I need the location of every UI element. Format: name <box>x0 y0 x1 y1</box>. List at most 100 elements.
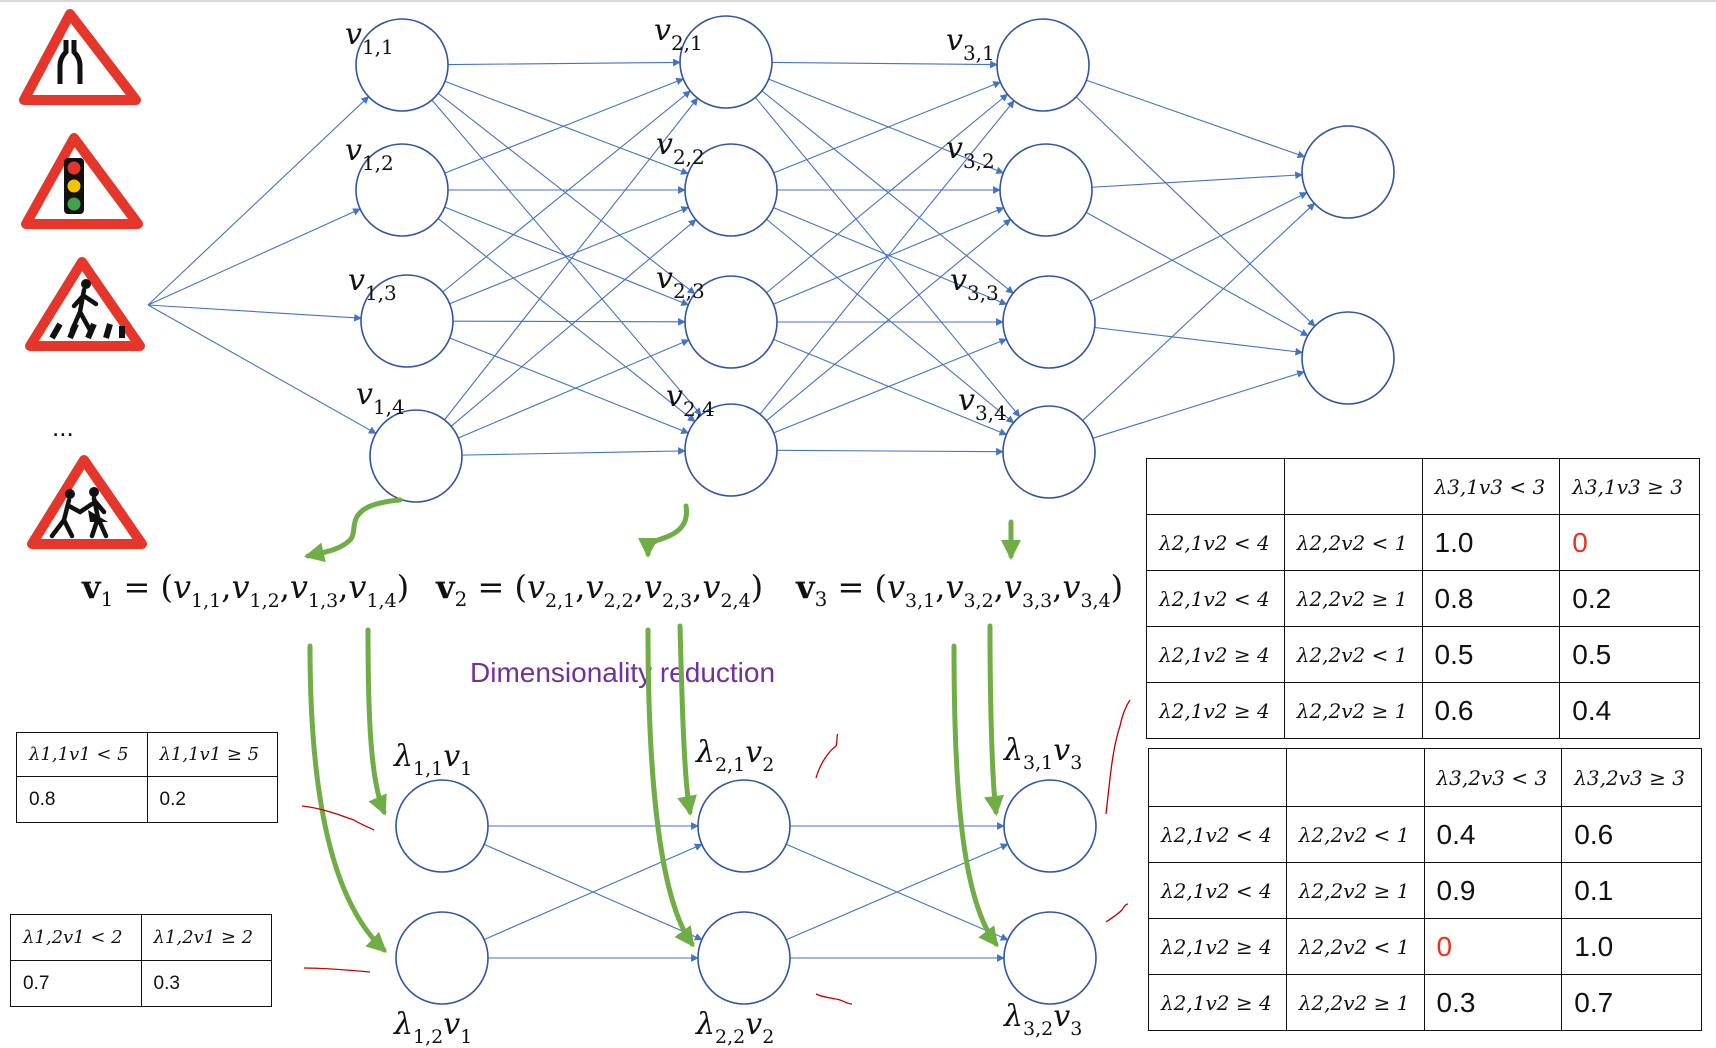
header-cell: λ1,1v1 ≥ 5 <box>146 732 278 777</box>
layer1-node-3 <box>360 274 454 368</box>
condition-cell: λ2,2v2 ≥ 1 <box>1285 974 1425 1031</box>
layer1-node-4 <box>369 409 463 503</box>
header-cell: λ1,2v1 < 2 <box>10 914 142 961</box>
edge-l1-l2-3-2 <box>449 206 690 305</box>
edge-l2-l3-4-2 <box>766 218 1012 422</box>
table-row: λ2,1v2 < 4 λ2,2v2 < 1 1.0 0 <box>1146 514 1700 571</box>
edge-l2-l3-3-1 <box>766 93 1009 294</box>
vector-v1-equation: v1 = (v1,1,v1,2,v1,3,v1,4) <box>81 568 409 612</box>
layer3-labels: v3,1 v3,2 v3,3 v3,4 <box>946 23 1007 425</box>
edge-l2-l3-2-4 <box>766 218 1015 424</box>
edge-l3-out-3-1 <box>1089 192 1308 302</box>
label-v2-1: v2,1 <box>654 13 703 55</box>
condition-cell: λ2,1v2 < 4 <box>1148 862 1287 919</box>
edge-l3-out-1-1 <box>1086 79 1306 159</box>
header-cell <box>1283 458 1423 515</box>
condition-cell: λ2,2v2 ≥ 1 <box>1285 862 1425 919</box>
red-annotation-strokes <box>301 699 1131 1005</box>
edge-l2-l3-4-3 <box>773 338 1008 434</box>
edge-l3-out-2-1 <box>1091 171 1303 188</box>
label-v3-1: v3,1 <box>946 23 995 65</box>
layer1-node-1 <box>355 18 449 112</box>
layer1-labels: v1,1 v1,2 v1,3 v1,4 <box>345 17 405 419</box>
label-lambda-2-2: λ2,2v2 <box>695 1007 774 1048</box>
edge-l1-l2-1-3 <box>437 92 696 295</box>
label-v3-3: v3,3 <box>950 263 999 305</box>
edge-l2-l3-4-1 <box>759 100 1015 415</box>
edge-l2-l3-1-2 <box>768 78 1005 174</box>
condition-cell: λ2,2v2 < 1 <box>1285 806 1425 863</box>
edge-l1-l2-3-4 <box>449 337 689 434</box>
value-cell: 0.3 <box>1423 974 1563 1031</box>
edge-input-to-v1-4 <box>147 304 377 434</box>
vector-v3-equation: v3 = (v3,1,v3,2,v3,3,v3,4) <box>795 568 1123 612</box>
edge-l1-l2-4-4 <box>461 447 686 456</box>
table-row: λ2,1v2 ≥ 4 λ2,2v2 ≥ 1 0.6 0.4 <box>1146 682 1700 739</box>
header-cell <box>1148 748 1287 807</box>
value-cell: 0.4 <box>1559 682 1700 739</box>
edge-l3-out-1-2 <box>1075 96 1316 327</box>
value-cell-zero: 0 <box>1559 514 1700 571</box>
ellipsis-text: ... <box>52 412 74 442</box>
reduced2-node-2 <box>697 911 791 1005</box>
condition-cell: λ2,2v2 < 1 <box>1283 514 1423 571</box>
condition-cell: λ2,1v2 < 4 <box>1146 570 1285 627</box>
value-cell: 0.6 <box>1421 682 1561 739</box>
header-cell: λ3,1v3 < 3 <box>1421 458 1561 515</box>
header-cell <box>1285 748 1425 807</box>
cpt-table-lambda-3-1: λ3,1v3 < 3 λ3,1v3 ≥ 3 λ2,1v2 < 4 λ2,2v2 … <box>1146 458 1700 739</box>
condition-cell: λ2,2v2 < 1 <box>1283 626 1423 683</box>
edge-l2-l3-1-1 <box>771 60 998 69</box>
table-row: λ2,1v2 < 4 λ2,2v2 ≥ 1 0.8 0.2 <box>1146 570 1700 627</box>
layer2-node-2 <box>684 143 778 237</box>
edge-l2-l3-4-4 <box>776 447 1004 456</box>
reduced3-node-1 <box>1003 779 1097 873</box>
children-crossing-sign-icon <box>27 455 147 549</box>
reduced1-node-1 <box>395 779 489 873</box>
edge-l1-l2-4-3 <box>458 339 690 439</box>
layer2-labels: v2,1 v2,2 v2,3 v2,4 <box>654 13 715 421</box>
reduced1-node-2 <box>395 911 489 1005</box>
header-cell: λ3,2v3 ≥ 3 <box>1561 748 1702 807</box>
svg-text:v1 = (v1,1,v1,2,v1,3,v1,4): v1 = (v1,1,v1,2,v1,3,v1,4) <box>81 568 409 612</box>
header-cell: λ3,2v3 < 3 <box>1423 748 1563 807</box>
header-cell: λ1,1v1 < 5 <box>16 732 148 777</box>
condition-cell: λ2,1v2 < 4 <box>1148 806 1287 863</box>
edge-input-to-v1-3 <box>147 304 362 322</box>
edge-l1-l2-2-4 <box>437 218 696 422</box>
label-v1-3: v1,3 <box>348 263 397 305</box>
edge-l1-l2-3-3 <box>452 317 686 326</box>
condition-cell: λ2,1v2 ≥ 4 <box>1146 626 1285 683</box>
dimensionality-reduction-label: Dimensionality reduction <box>470 657 775 688</box>
label-v1-4: v1,4 <box>356 377 405 419</box>
output-node-2 <box>1301 311 1395 405</box>
table-row: λ2,1v2 ≥ 4 λ2,2v2 < 1 0 1.0 <box>1148 918 1702 975</box>
value-cell: 0.8 <box>16 776 148 823</box>
edge-l1-l2-4-1 <box>444 97 699 421</box>
edge-l3-out-4-1 <box>1082 202 1315 421</box>
road-narrows-sign-icon <box>19 9 141 105</box>
pedestrian-crossing-sign-icon <box>25 257 145 351</box>
condition-cell: λ2,2v2 < 1 <box>1285 918 1425 975</box>
cpt-table-lambda-1-2: λ1,2v1 < 2 λ1,2v1 ≥ 2 0.7 0.3 <box>10 914 272 1007</box>
layer3-node-4 <box>1002 405 1096 499</box>
edge-l1-l2-1-2 <box>444 80 689 175</box>
condition-cell: λ2,1v2 ≥ 4 <box>1148 918 1287 975</box>
edge-r2-r3-2-1 <box>786 843 1009 941</box>
layer3-node-1 <box>996 18 1090 112</box>
value-cell: 0.2 <box>146 776 278 823</box>
label-lambda-3-1: λ3,1v3 <box>1003 733 1082 774</box>
edge-l1-l2-2-1 <box>444 77 684 174</box>
edge-l1-l2-1-1 <box>447 58 681 67</box>
label-v2-4: v2,4 <box>666 379 715 421</box>
label-v2-3: v2,3 <box>656 261 705 303</box>
green-arrows <box>304 497 1021 953</box>
label-v3-4: v3,4 <box>958 383 1007 425</box>
label-v3-2: v3,2 <box>946 131 995 173</box>
edge-l2-l3-2-1 <box>773 81 1002 174</box>
label-lambda-2-1: λ2,1v2 <box>695 735 774 776</box>
condition-cell: λ2,2v2 ≥ 1 <box>1283 570 1423 627</box>
condition-cell: λ2,1v2 ≥ 4 <box>1146 682 1285 739</box>
svg-text:v2 = (v2,1,v2,2,v2,3,v2,4): v2 = (v2,1,v2,2,v2,3,v2,4) <box>435 568 763 612</box>
